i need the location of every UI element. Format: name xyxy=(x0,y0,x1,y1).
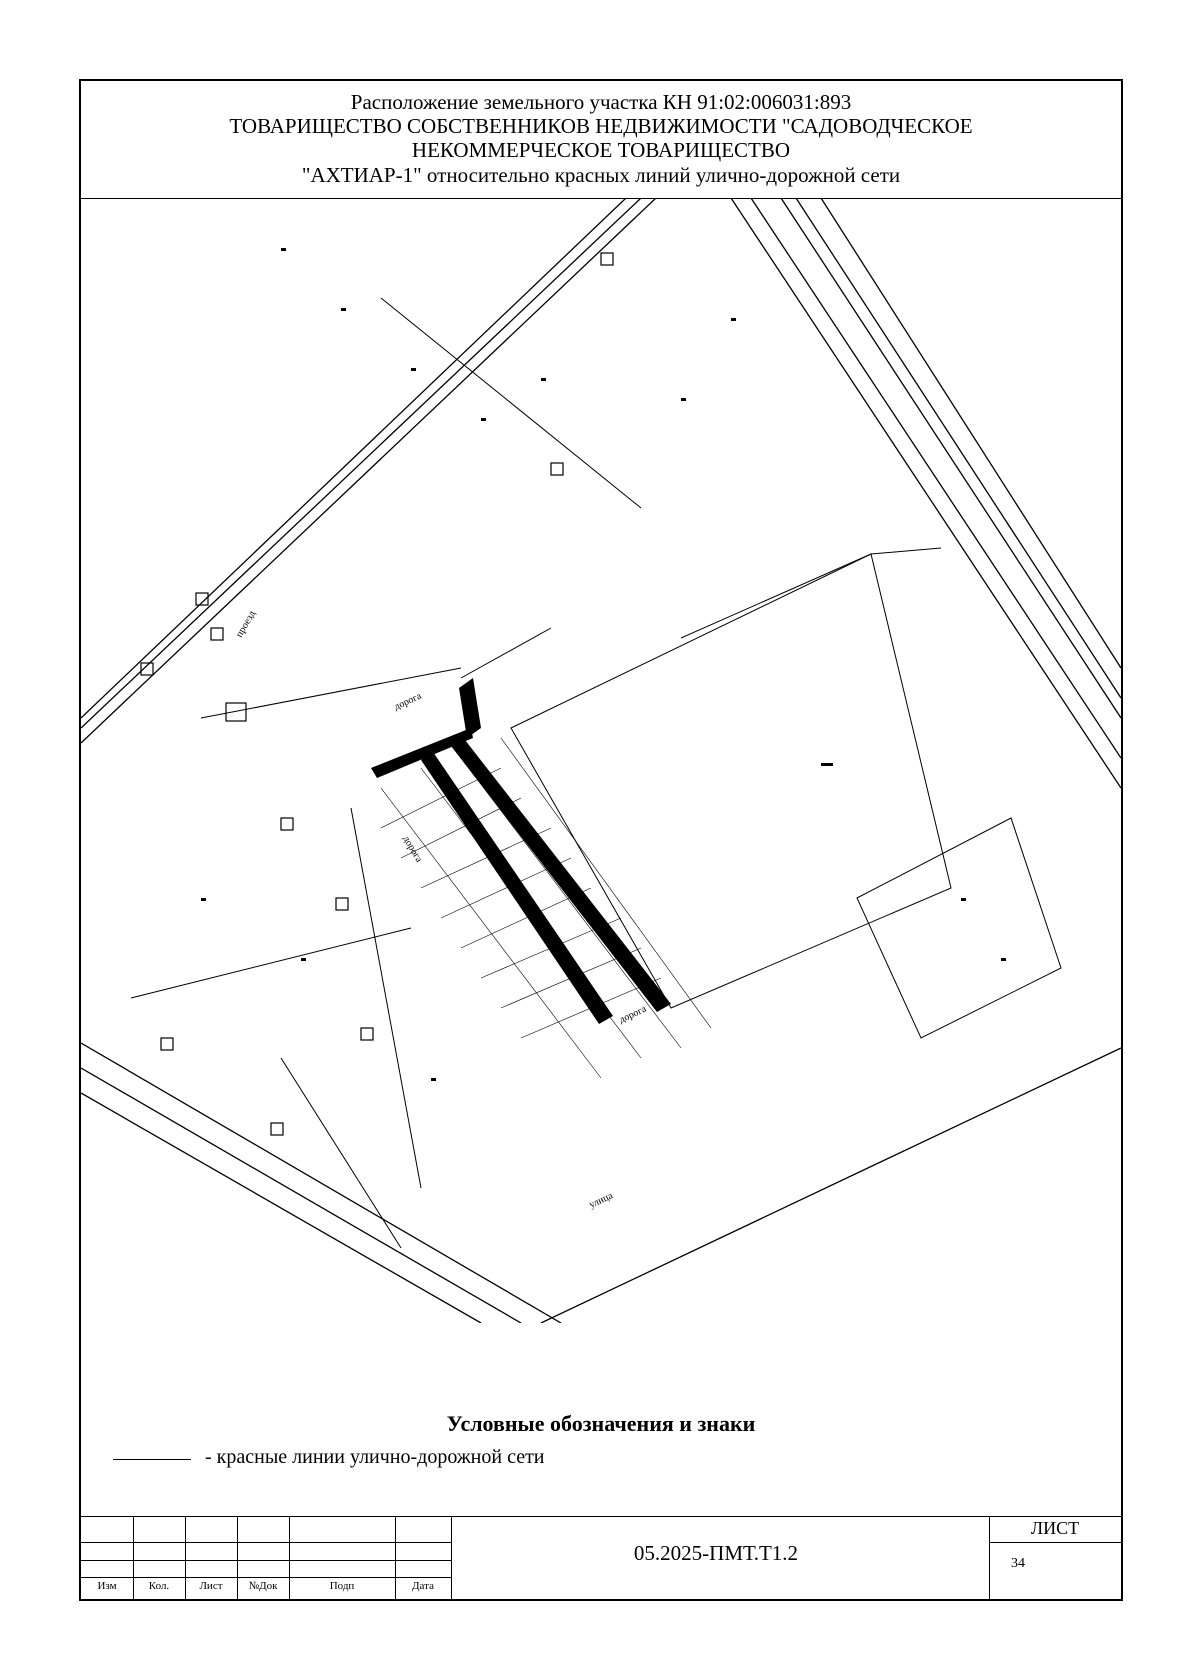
buildings xyxy=(140,252,614,1136)
label-ulitsa: улица xyxy=(588,1190,616,1211)
cadastral-map: проезд дорога дорога дорога улица xyxy=(81,198,1121,1323)
stamp-col-ndok: №Док xyxy=(248,1580,278,1592)
structures xyxy=(201,248,1006,1081)
sheet-number: 34 xyxy=(1011,1556,1025,1571)
stamp-col-list: Лист xyxy=(199,1580,223,1592)
legend-red-line-sample xyxy=(113,1459,191,1460)
label-doroga-top: дорога xyxy=(393,690,424,712)
title-line-2: ТОВАРИЩЕСТВО СОБСТВЕННИКОВ НЕДВИЖИМОСТИ … xyxy=(229,114,973,138)
legend-title: Условные обозначения и знаки xyxy=(446,1411,756,1436)
highway-lines xyxy=(81,198,1121,1323)
internal-roads xyxy=(371,678,671,1024)
stamp-col-podp: Подп xyxy=(329,1580,355,1592)
label-proezd: проезд xyxy=(234,609,258,640)
label-doroga-side: дорога xyxy=(400,834,424,865)
legend-red-line-text: - красные линии улично-дорожной сети xyxy=(205,1446,545,1468)
document-code: 05.2025-ПМТ.Т1.2 xyxy=(633,1541,799,1565)
title-line-1: Расположение земельного участка КН 91:02… xyxy=(350,90,852,114)
parcel-boundaries xyxy=(130,297,1062,1249)
title-block: Расположение земельного участка КН 91:02… xyxy=(81,81,1121,199)
label-doroga-bottom: дорога xyxy=(618,1003,649,1025)
stamp-col-izm: Изм xyxy=(97,1580,117,1592)
stamp-col-kol: Кол. xyxy=(148,1580,170,1592)
title-line-3: НЕКОММЕРЧЕСКОЕ ТОВАРИЩЕСТВО xyxy=(411,138,791,162)
drawing-sheet: Расположение земельного участка КН 91:02… xyxy=(79,79,1123,1601)
title-line-4: "АХТИАР-1" относительно красных линий ул… xyxy=(301,163,901,187)
stamp-col-data: Дата xyxy=(412,1580,434,1592)
sheet-label: ЛИСТ xyxy=(1030,1518,1080,1538)
title-stamp: Изм Кол. Лист №Док Подп Дата 05.2025-ПМТ… xyxy=(81,1516,1121,1601)
